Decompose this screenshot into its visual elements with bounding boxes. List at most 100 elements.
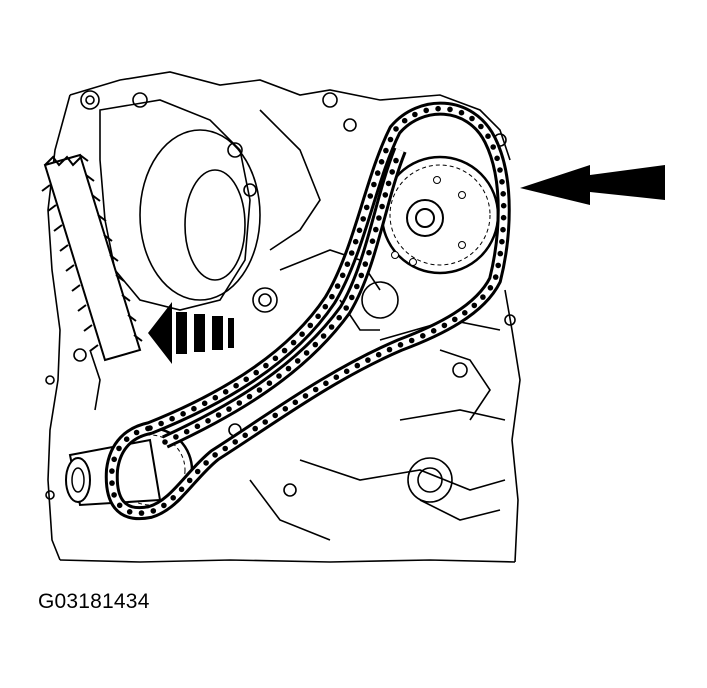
chain-link-pin — [371, 181, 377, 188]
chain-link-pin — [320, 333, 327, 339]
chain-link-pin — [205, 418, 211, 424]
chain-link-pin — [123, 436, 130, 443]
chain-link-pin — [352, 238, 359, 245]
chain-link-pin — [354, 283, 360, 290]
chain-link-pin — [109, 468, 115, 474]
chain-link-pin — [423, 107, 430, 114]
chain-link-pin — [500, 191, 507, 197]
chain-guide-rail — [41, 153, 143, 362]
chain-link-pin — [441, 322, 448, 329]
chain-link-pin — [485, 133, 491, 139]
chain-link-pin — [253, 369, 259, 376]
chain-link-pin — [183, 428, 190, 435]
chain-link-pin — [233, 382, 239, 389]
chain-link-pin — [497, 167, 503, 173]
chain-link-pin — [169, 415, 175, 422]
chain-link-pin — [186, 477, 193, 484]
chain-link-pin — [162, 439, 168, 445]
chain-link-pin — [469, 115, 475, 122]
chain-link-pin — [387, 136, 394, 143]
chain-link-pin — [358, 272, 365, 279]
chain-link-pin — [158, 420, 164, 427]
chain-link-pin — [281, 347, 288, 354]
chain-link-pin — [365, 357, 371, 363]
chain-link-pin — [222, 389, 229, 395]
chain-link-pin — [393, 126, 399, 132]
chain-link-pin — [178, 486, 185, 493]
chain-link-pin — [329, 293, 335, 300]
chain-link-pin — [191, 405, 197, 412]
chain-link-pin — [111, 492, 117, 498]
chain-link-pin — [492, 274, 499, 280]
chain-link-pin — [226, 406, 232, 412]
chain-link-pin — [138, 510, 145, 516]
chain-link-pin — [393, 157, 399, 164]
chain-link-pin — [246, 393, 253, 400]
chain-link-pin — [272, 412, 279, 419]
chain-link-pin — [203, 460, 209, 466]
chain-link-pin — [378, 159, 385, 165]
chain-link-pin — [344, 261, 351, 268]
chain-link-pin — [328, 324, 335, 330]
chain-link-pin — [495, 262, 502, 269]
chain-link-pin — [322, 303, 329, 310]
chain-link-pin — [262, 419, 269, 425]
chain-link-pin — [116, 502, 123, 509]
chain-link-pin — [315, 313, 321, 320]
chain-link-pin — [360, 216, 367, 222]
chain-link-pin — [133, 429, 140, 436]
chain-link-pin — [334, 283, 341, 289]
chain-link-pin — [401, 117, 408, 124]
chain-link-pin — [497, 250, 504, 257]
arrow-left-dashed-icon — [148, 302, 234, 364]
chain-link-pin — [312, 341, 319, 348]
chain-link-pin — [386, 346, 393, 353]
chain-link-pin — [363, 204, 370, 211]
chain-link-pin — [256, 387, 263, 393]
chain-link-pin — [252, 425, 258, 432]
chain-link-pin — [150, 508, 157, 514]
chain-link-pin — [367, 193, 374, 199]
chain-link-pin — [212, 452, 218, 458]
chain-link-pin — [263, 362, 269, 369]
chain-link-pin — [348, 250, 355, 256]
chain-link-pin — [499, 179, 505, 185]
chain-link-pin — [462, 310, 468, 316]
chain-link-pin — [212, 394, 219, 401]
chain-link-pin — [452, 316, 458, 323]
chain-link-pin — [349, 294, 355, 301]
arrow-left-solid-icon — [520, 165, 665, 205]
chain-link-pin — [336, 314, 343, 321]
chain-link-pin — [180, 411, 186, 417]
chain-link-pin — [343, 368, 350, 375]
chain-link-pin — [385, 180, 392, 187]
chain-link-pin — [236, 400, 243, 406]
chain-link-pin — [109, 480, 115, 486]
chain-link-pin — [215, 412, 222, 418]
chain-link-pin — [366, 249, 372, 256]
chain-link-pin — [243, 376, 249, 383]
chain-link-pin — [292, 399, 299, 406]
chain-link-pin — [379, 203, 385, 210]
chain-link-pin — [374, 170, 381, 176]
chain-link-pin — [487, 285, 494, 291]
chain-link-pin — [383, 147, 389, 154]
chain-link-pin — [499, 238, 505, 245]
chain-link-pin — [161, 502, 167, 509]
chain-link-pin — [382, 192, 389, 198]
chain-link-pin — [126, 509, 133, 515]
chain-link-pin — [285, 365, 292, 372]
chain-link-pin — [272, 355, 279, 362]
chain-link-pin — [478, 123, 484, 130]
chain-link-pin — [299, 331, 305, 338]
chain-link-pin — [242, 432, 248, 439]
chain-link-pin — [356, 227, 363, 234]
chain-link-pin — [194, 423, 201, 430]
figure-id-label: G03181434 — [38, 590, 150, 613]
chain-link-pin — [266, 380, 273, 387]
chain-link-pin — [494, 155, 500, 162]
chain-link-pin — [369, 238, 376, 244]
chain-link-pin — [333, 374, 340, 381]
chain-link-pin — [435, 105, 441, 112]
